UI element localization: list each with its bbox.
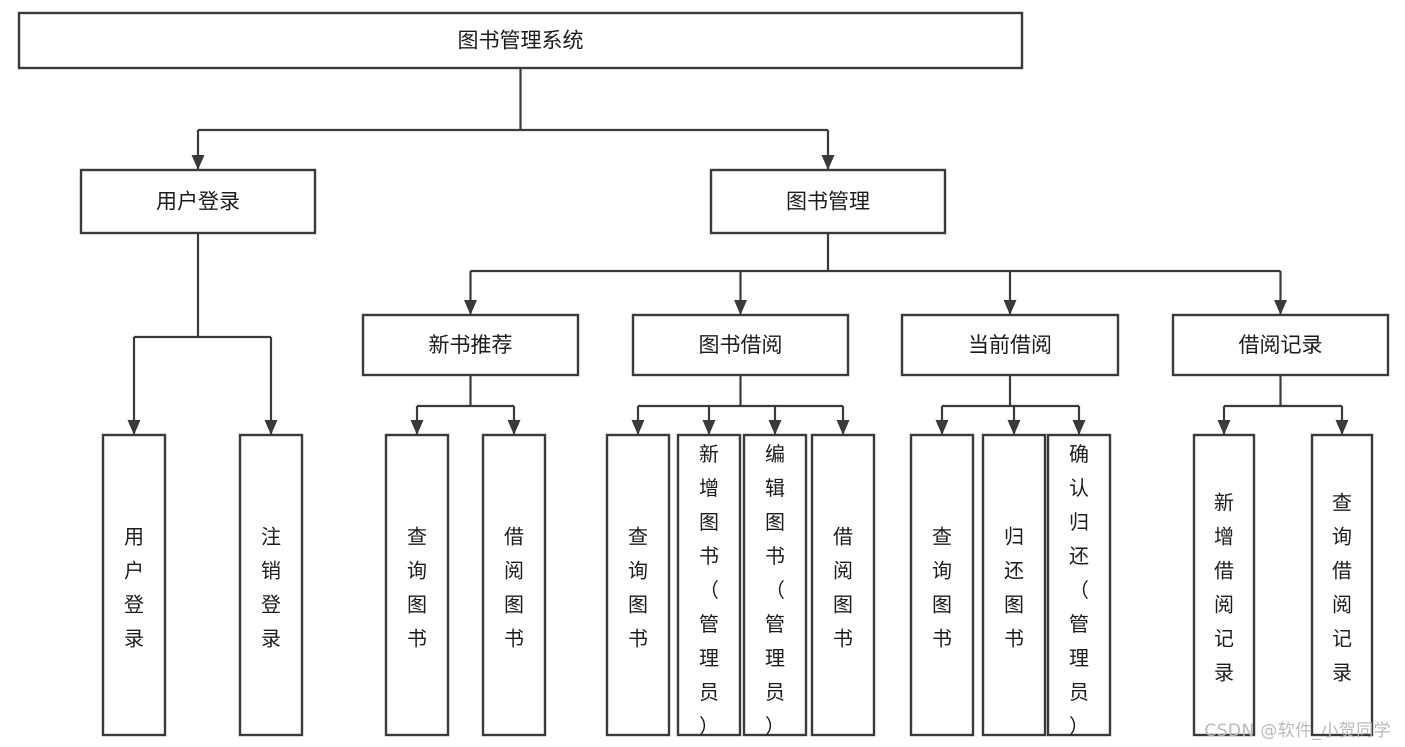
node-leaf-newbook-1[interactable]: 查询图书 bbox=[384, 433, 450, 737]
node-box-leaf-newbook-1[interactable] bbox=[384, 433, 450, 737]
node-box-current[interactable] bbox=[900, 313, 1120, 377]
node-root[interactable]: 图书管理系统 bbox=[17, 11, 1024, 70]
node-label-leaf-newbook-2: 借阅图书 bbox=[504, 525, 524, 651]
node-bookmgmt[interactable]: 图书管理 bbox=[709, 168, 947, 235]
node-box-leaf-login-2[interactable] bbox=[238, 433, 304, 737]
node-box-record[interactable] bbox=[1171, 313, 1390, 377]
node-box-bookmgmt[interactable] bbox=[709, 168, 947, 235]
node-label-leaf-login-2: 注销登录 bbox=[261, 525, 281, 651]
node-label-leaf-current-3: 确认归还（管理员） bbox=[1069, 442, 1089, 738]
node-record[interactable]: 借阅记录 bbox=[1171, 313, 1390, 377]
node-box-leaf-newbook-2[interactable] bbox=[481, 433, 547, 737]
node-box-leaf-login-1[interactable] bbox=[101, 433, 167, 737]
node-label-record: 借阅记录 bbox=[1239, 333, 1323, 357]
node-box-root[interactable] bbox=[17, 11, 1024, 70]
node-box-leaf-borrow-1[interactable] bbox=[605, 433, 671, 737]
node-borrow[interactable]: 图书借阅 bbox=[631, 313, 850, 377]
node-box-borrow[interactable] bbox=[631, 313, 850, 377]
node-box-leaf-current-3[interactable] bbox=[1046, 433, 1112, 737]
node-box-leaf-borrow-3[interactable] bbox=[742, 433, 808, 737]
node-label-leaf-newbook-1: 查询图书 bbox=[407, 525, 427, 651]
node-current[interactable]: 当前借阅 bbox=[900, 313, 1120, 377]
node-box-leaf-current-2[interactable] bbox=[981, 433, 1047, 737]
node-leaf-newbook-2[interactable]: 借阅图书 bbox=[481, 433, 547, 737]
node-leaf-current-1[interactable]: 查询图书 bbox=[909, 433, 975, 737]
node-label-leaf-borrow-2: 新增图书（管理员） bbox=[699, 442, 719, 738]
node-label-leaf-login-1: 用户登录 bbox=[124, 525, 144, 651]
node-leaf-borrow-1[interactable]: 查询图书 bbox=[605, 433, 671, 737]
node-leaf-borrow-2[interactable]: 新增图书（管理员） bbox=[676, 433, 742, 738]
node-layer: 图书管理系统用户登录图书管理新书推荐图书借阅当前借阅借阅记录用户登录注销登录查询… bbox=[17, 11, 1390, 738]
connector-layer bbox=[127, 68, 1349, 435]
node-leaf-current-3[interactable]: 确认归还（管理员） bbox=[1046, 433, 1112, 738]
node-newbook[interactable]: 新书推荐 bbox=[361, 313, 580, 377]
node-label-root: 图书管理系统 bbox=[458, 29, 584, 53]
node-label-leaf-borrow-4: 借阅图书 bbox=[833, 525, 853, 651]
node-label-leaf-borrow-1: 查询图书 bbox=[628, 525, 648, 651]
node-leaf-record-1[interactable]: 新增借阅记录 bbox=[1192, 433, 1256, 737]
node-leaf-record-2[interactable]: 查询借阅记录 bbox=[1310, 433, 1374, 737]
node-leaf-login-1[interactable]: 用户登录 bbox=[101, 433, 167, 737]
node-login[interactable]: 用户登录 bbox=[79, 168, 317, 235]
node-box-leaf-current-1[interactable] bbox=[909, 433, 975, 737]
node-box-login[interactable] bbox=[79, 168, 317, 235]
node-box-leaf-record-2[interactable] bbox=[1310, 433, 1374, 737]
node-label-current: 当前借阅 bbox=[968, 333, 1052, 357]
node-label-bookmgmt: 图书管理 bbox=[786, 190, 870, 214]
node-leaf-borrow-3[interactable]: 编辑图书（管理员） bbox=[742, 433, 808, 738]
node-leaf-borrow-4[interactable]: 借阅图书 bbox=[810, 433, 876, 737]
node-label-leaf-current-1: 查询图书 bbox=[932, 525, 952, 651]
node-label-login: 用户登录 bbox=[156, 190, 240, 214]
node-box-leaf-record-1[interactable] bbox=[1192, 433, 1256, 737]
node-label-leaf-record-2: 查询借阅记录 bbox=[1332, 491, 1352, 685]
node-label-newbook: 新书推荐 bbox=[429, 333, 513, 357]
csdn-watermark: CSDN @软件_小贺同学 bbox=[1204, 721, 1391, 741]
node-label-leaf-current-2: 归还图书 bbox=[1004, 525, 1024, 651]
node-label-leaf-borrow-3: 编辑图书（管理员） bbox=[765, 442, 785, 738]
node-box-newbook[interactable] bbox=[361, 313, 580, 377]
node-leaf-login-2[interactable]: 注销登录 bbox=[238, 433, 304, 737]
node-box-leaf-borrow-4[interactable] bbox=[810, 433, 876, 737]
node-label-borrow: 图书借阅 bbox=[699, 333, 783, 357]
node-label-leaf-record-1: 新增借阅记录 bbox=[1214, 491, 1234, 685]
node-box-leaf-borrow-2[interactable] bbox=[676, 433, 742, 737]
node-leaf-current-2[interactable]: 归还图书 bbox=[981, 433, 1047, 737]
